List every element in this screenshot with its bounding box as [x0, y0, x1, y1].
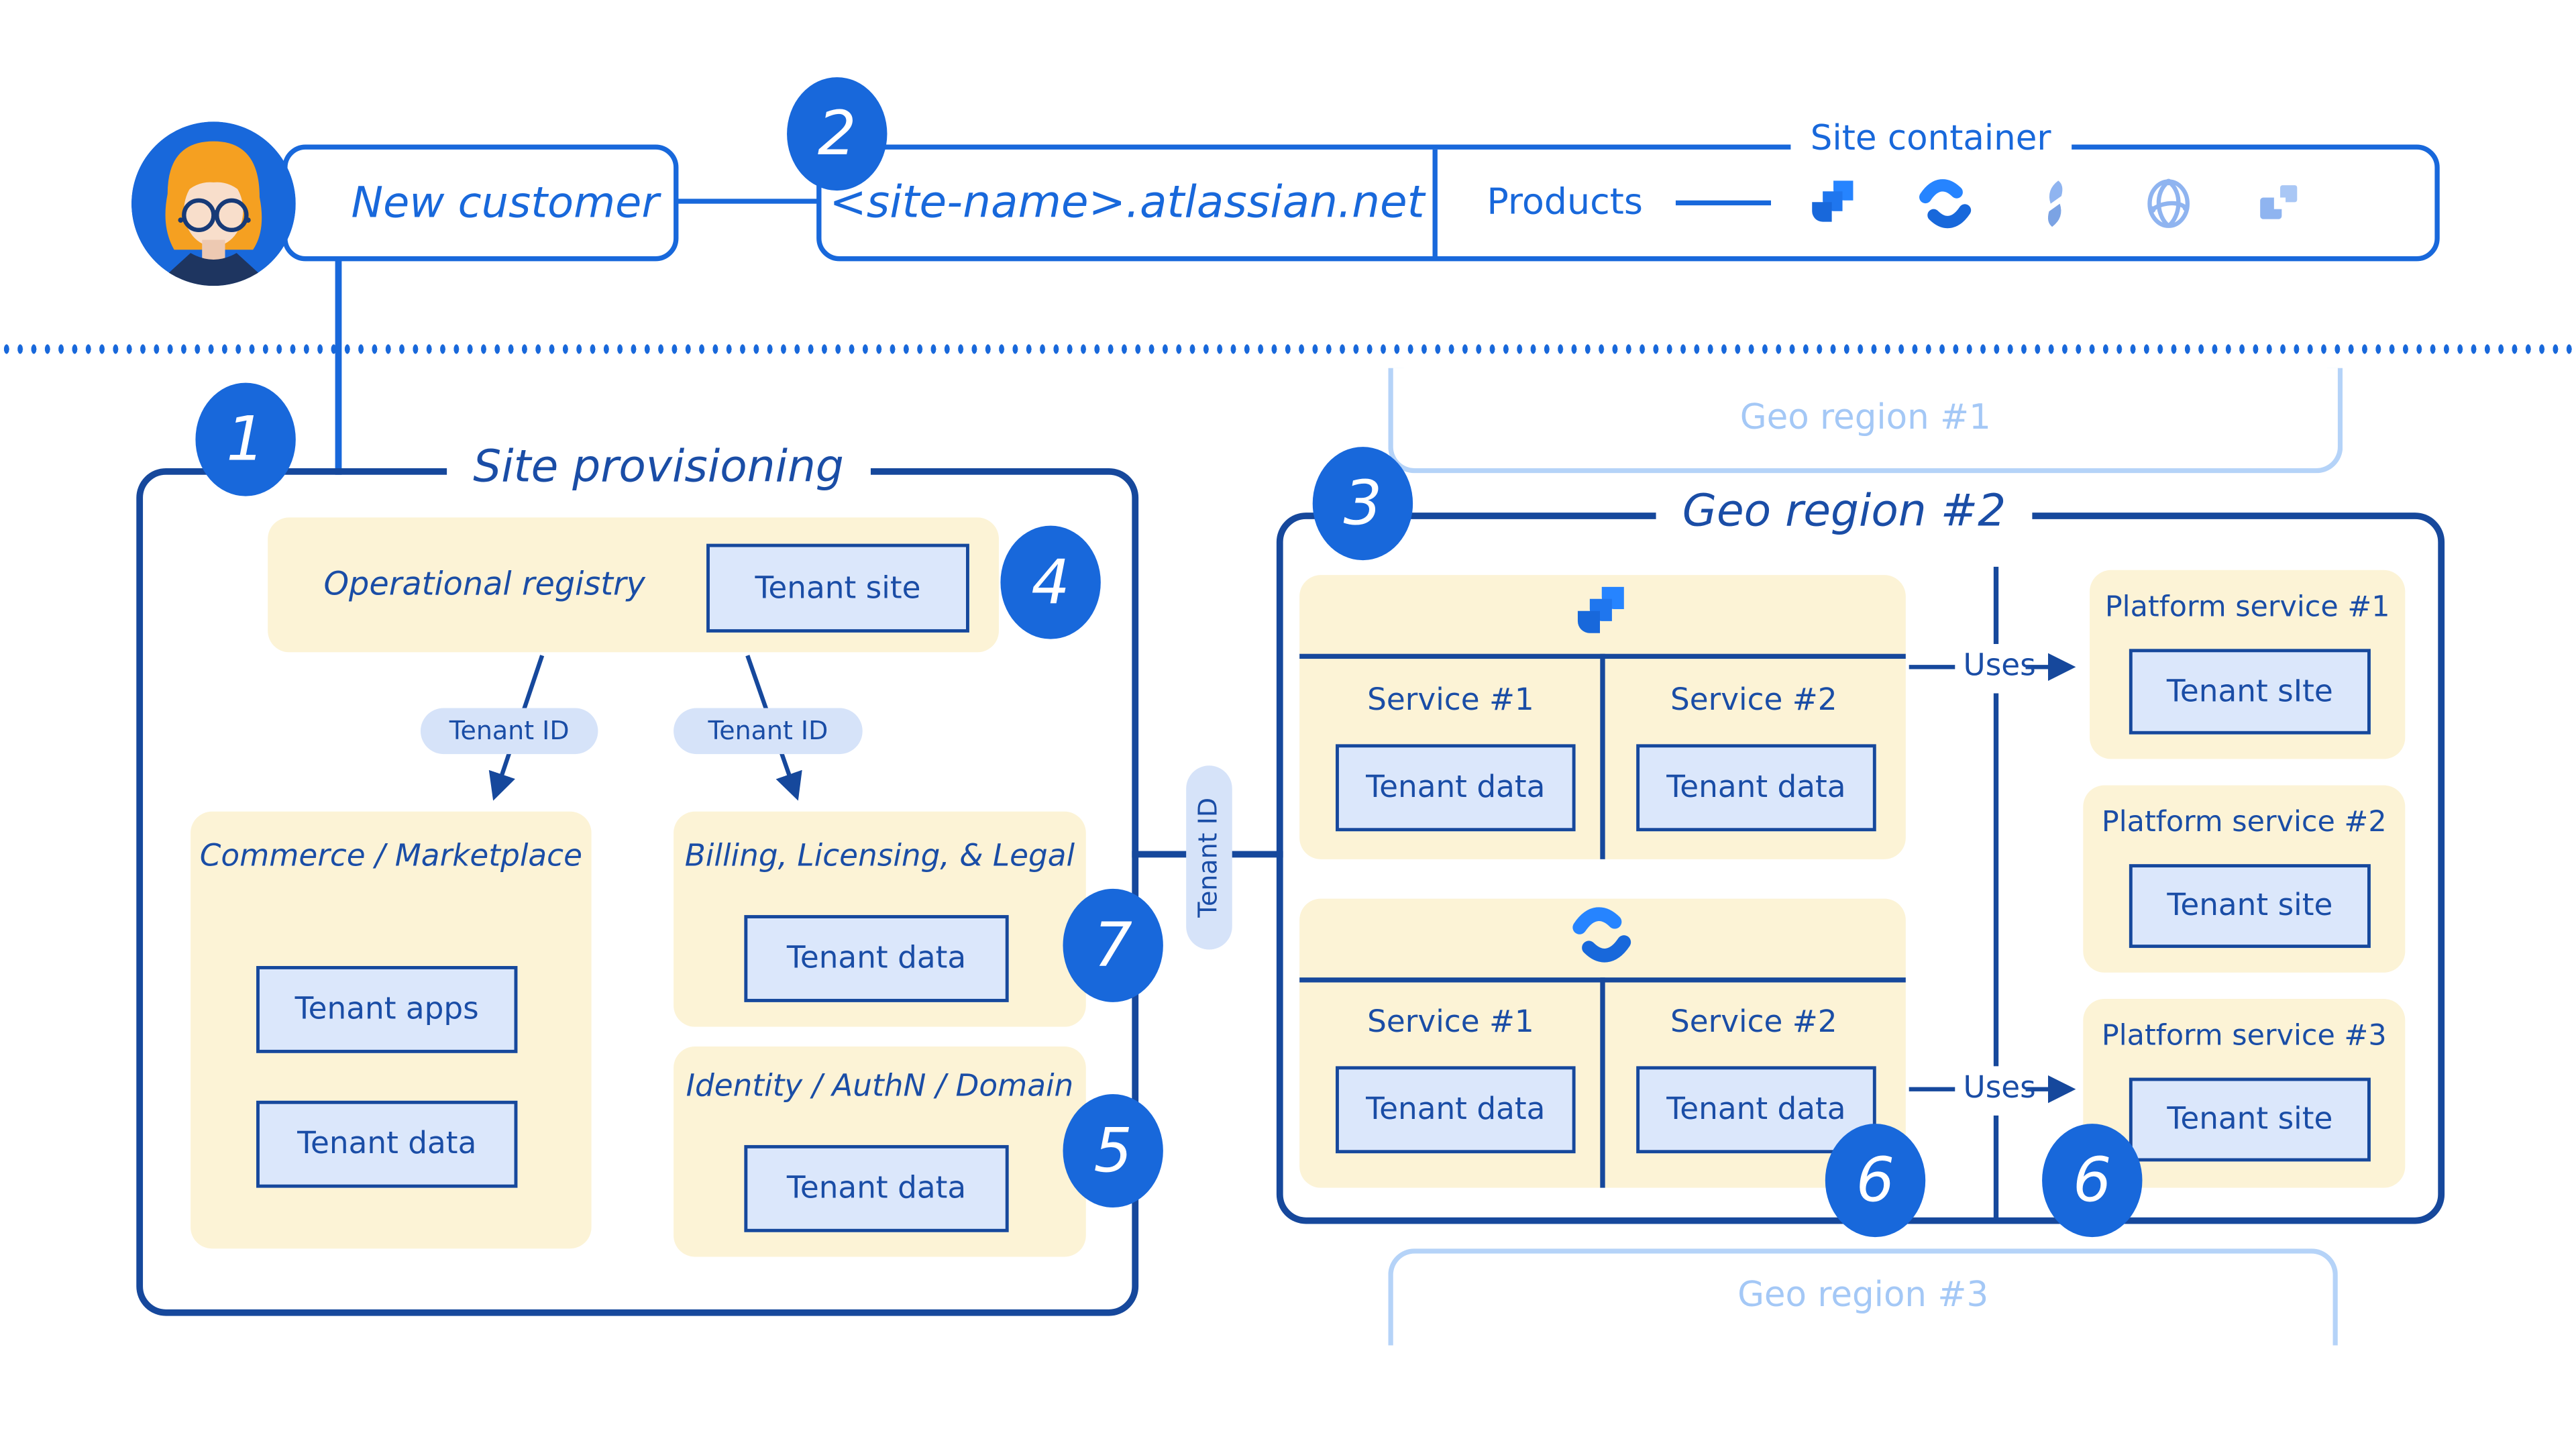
- step-badge-5: 5: [1063, 1094, 1163, 1208]
- uses-label-1: Uses: [1963, 649, 2036, 684]
- step-badge-4: 4: [1000, 525, 1101, 639]
- jira-service2-tenant-data-box: Tenant data: [1636, 744, 1876, 832]
- confluence-service1-tenant-data-box: Tenant data: [1336, 1066, 1576, 1154]
- confluence-service2-label: Service #2: [1670, 1005, 1837, 1040]
- site-url-cell: <site-name>.atlassian.net: [821, 149, 1438, 257]
- platform-service-2-tenant-label: Tenant site: [2167, 888, 2333, 924]
- jira-service2-tenant-data-label: Tenant data: [1666, 770, 1846, 806]
- commerce-tenant-data-box: Tenant data: [256, 1100, 518, 1188]
- platform-service-1-title: Platform service #1: [2104, 591, 2390, 625]
- step-badge-2: 2: [787, 77, 888, 191]
- platform-service-1-tenant-box: Tenant sIte: [2129, 649, 2371, 735]
- identity-tenant-data-label: Tenant data: [786, 1171, 967, 1206]
- confluence-icon: [1572, 907, 1631, 963]
- customer-avatar-icon: [131, 121, 296, 286]
- step-3-number: 3: [1343, 468, 1383, 539]
- tenant-apps-label: Tenant apps: [294, 992, 479, 1027]
- site-container-label: Site container: [1790, 118, 2071, 158]
- identity-title: Identity / AuthN / Domain: [686, 1069, 1074, 1104]
- platform-service-3-title: Platform service #3: [2101, 1020, 2387, 1053]
- geo-region-2-title: Geo region #2: [1656, 486, 2033, 539]
- step-6b-number: 6: [2072, 1144, 2112, 1216]
- step-5-number: 5: [1093, 1115, 1132, 1187]
- step-badge-6b: 6: [2042, 1124, 2143, 1238]
- step-badge-6a: 6: [1825, 1124, 1926, 1238]
- tenant-site-box: Tenant site: [706, 543, 969, 633]
- uses-label-2: Uses: [1963, 1071, 2036, 1106]
- jira-service1-label: Service #1: [1367, 683, 1534, 718]
- step-1-number: 1: [226, 404, 265, 475]
- operational-registry-label: Operational registry: [323, 565, 645, 603]
- squares-icon: [2260, 184, 2298, 219]
- billing-title: Billing, Licensing, & Legal: [684, 839, 1075, 874]
- step-2-number: 2: [817, 98, 857, 170]
- billing-tenant-data-label: Tenant data: [786, 941, 967, 976]
- tenant-id-vertical-pill: Tenant ID: [1186, 765, 1232, 950]
- avatar: [131, 121, 296, 286]
- products-line: [1675, 200, 1772, 206]
- step-6a-number: 6: [1856, 1144, 1895, 1216]
- commerce-tenant-data-label: Tenant data: [297, 1127, 477, 1162]
- jira-service1-tenant-data-box: Tenant data: [1336, 744, 1576, 832]
- billing-tenant-data-box: Tenant data: [744, 915, 1009, 1002]
- confluence-row-divider-v: [1600, 977, 1605, 1188]
- globe-icon: [2147, 178, 2190, 227]
- dotted-separator: [0, 343, 2576, 355]
- platform-service-3-tenant-label: Tenant site: [2167, 1102, 2333, 1137]
- new-customer-box: New customer: [282, 144, 679, 262]
- site-url: <site-name>.atlassian.net: [829, 177, 1425, 229]
- jira-icon: [1577, 586, 1624, 633]
- platform-service-2-tenant-box: Tenant site: [2129, 864, 2371, 949]
- confluence-icon: [1919, 178, 1972, 227]
- confluence-service1-tenant-data-label: Tenant data: [1366, 1092, 1546, 1128]
- step-7-number: 7: [1093, 910, 1132, 981]
- products-cell: Products: [1438, 150, 2435, 256]
- jira-service2-label: Service #2: [1670, 683, 1837, 718]
- step-badge-3: 3: [1312, 447, 1413, 561]
- step-4-number: 4: [1031, 547, 1070, 618]
- geo-region-1-label: Geo region #1: [1739, 397, 1991, 437]
- geo-region-3-label: Geo region #3: [1737, 1275, 1989, 1315]
- connector-customer-provisioning: [335, 259, 341, 475]
- products-label: Products: [1487, 182, 1643, 224]
- platform-service-3-tenant-box: Tenant site: [2129, 1077, 2371, 1162]
- tenant-id-pill-right: Tenant ID: [674, 708, 863, 755]
- geo-region-3-box: Geo region #3: [1388, 1248, 2338, 1346]
- commerce-marketplace-title: Commerce / Marketplace: [199, 839, 582, 874]
- confluence-service2-tenant-data-label: Tenant data: [1666, 1092, 1846, 1128]
- tenant-apps-box: Tenant apps: [256, 966, 518, 1053]
- geo-region-1-box: Geo region #1: [1388, 368, 2343, 474]
- step-badge-7: 7: [1063, 888, 1163, 1002]
- tenant-id-pill-left: Tenant ID: [420, 708, 598, 755]
- jira-service1-tenant-data-label: Tenant data: [1366, 770, 1546, 806]
- jira-row-divider-v: [1600, 653, 1605, 859]
- identity-tenant-data-box: Tenant data: [744, 1144, 1009, 1232]
- confluence-service2-tenant-data-box: Tenant data: [1636, 1066, 1876, 1154]
- jira-icon: [1812, 180, 1854, 221]
- site-provisioning-title: Site provisioning: [447, 441, 871, 495]
- tenant-site-label: Tenant site: [755, 571, 921, 606]
- lightning-icon: [2047, 180, 2063, 226]
- tenant-id-pill-right-label: Tenant ID: [708, 716, 828, 746]
- platform-service-1-tenant-label: Tenant sIte: [2166, 674, 2333, 709]
- platform-service-2-title: Platform service #2: [2101, 806, 2387, 840]
- new-customer-label: New customer: [351, 178, 659, 228]
- connector-customer-site: [674, 198, 822, 204]
- confluence-service1-label: Service #1: [1367, 1005, 1534, 1040]
- tenant-id-vertical-label: Tenant ID: [1194, 797, 1224, 918]
- tenant-id-pill-left-label: Tenant ID: [449, 716, 570, 746]
- site-container-box: <site-name>.atlassian.net Products: [816, 144, 2440, 262]
- step-badge-1: 1: [195, 382, 296, 496]
